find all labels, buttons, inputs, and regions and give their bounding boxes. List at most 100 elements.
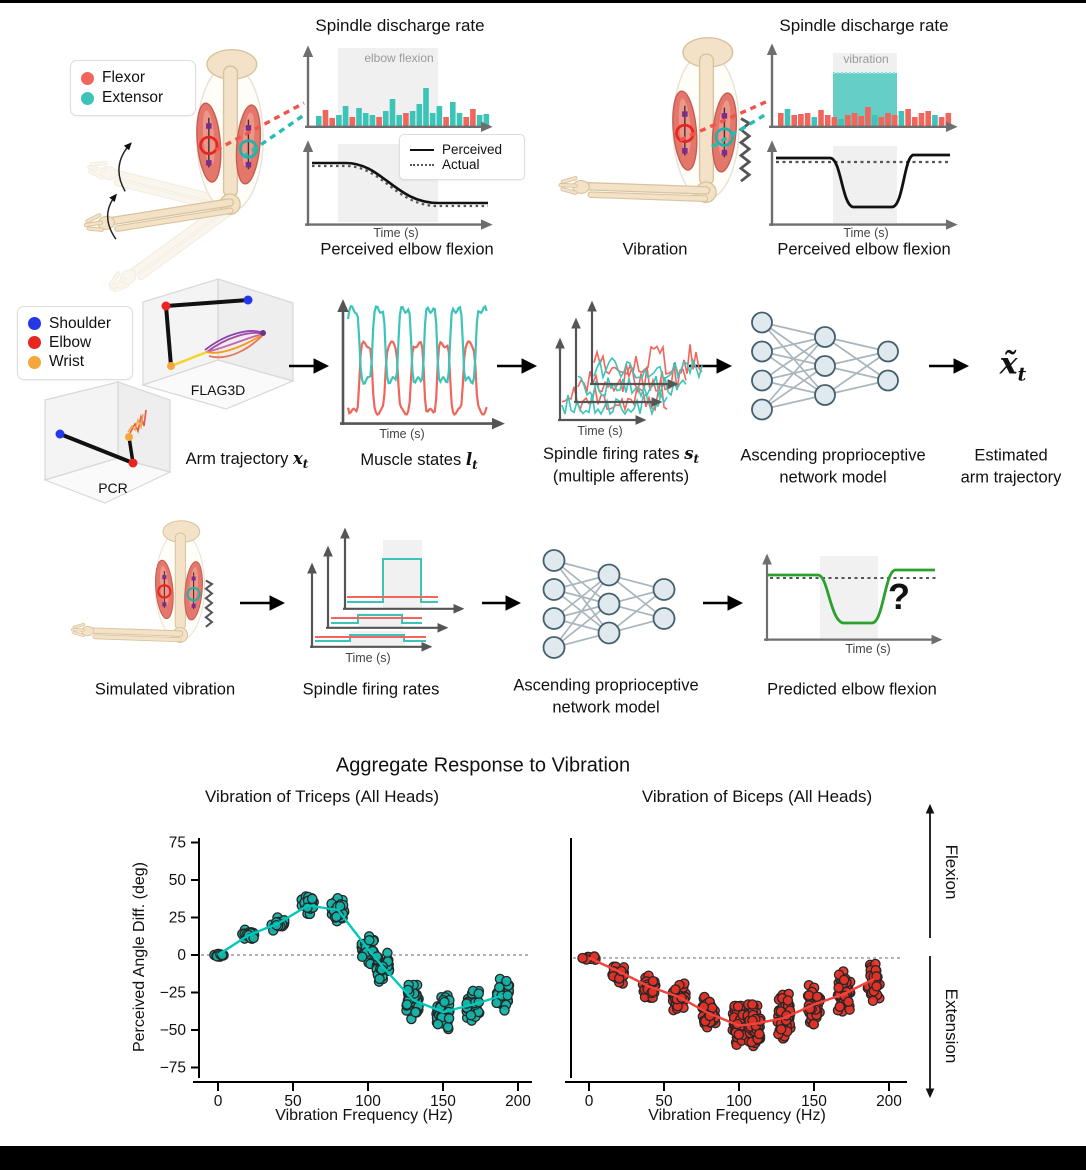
spindle-rates-caption: Spindle firing rates st bbox=[543, 444, 699, 466]
svg-text:−25: −25 bbox=[160, 985, 186, 1002]
svg-text:150: 150 bbox=[801, 1093, 827, 1110]
question-mark: ? bbox=[888, 576, 910, 617]
network-model-2 bbox=[542, 549, 676, 659]
pcr-label: PCR bbox=[98, 480, 128, 496]
predicted-flexion-plot bbox=[762, 553, 943, 645]
time-axis-label: Time (s) bbox=[577, 424, 623, 438]
legend-label: Wrist bbox=[49, 353, 85, 371]
line-legend: Perceived Actual bbox=[399, 134, 525, 180]
extensor-connector-dashed bbox=[242, 113, 305, 159]
l-symbol: lt bbox=[465, 449, 478, 473]
flexion-direction-label: Flexion bbox=[942, 844, 961, 900]
panel-b-title: Spindle discharge rate bbox=[779, 16, 949, 35]
muscle-legend: Flexor Extensor bbox=[70, 60, 196, 116]
legend-label: Elbow bbox=[49, 333, 92, 351]
solid-line-icon bbox=[410, 148, 434, 151]
shoulder-dot-icon bbox=[28, 317, 41, 331]
spindle-multi-plot bbox=[555, 300, 703, 425]
svg-text:−75: −75 bbox=[160, 1060, 186, 1077]
elbow-marker bbox=[161, 301, 171, 311]
time-axis-label: Time (s) bbox=[843, 226, 889, 240]
panel-a-art bbox=[83, 45, 493, 298]
biceps-chart-title: Vibration of Biceps (All Heads) bbox=[641, 787, 873, 806]
wrist-marker bbox=[125, 433, 133, 441]
s-symbol: st bbox=[684, 443, 700, 467]
time-axis-label: Time (s) bbox=[845, 642, 891, 656]
panel-a-caption: Perceived elbow flexion bbox=[320, 240, 494, 259]
bottom-black-bar bbox=[0, 1146, 1086, 1170]
simulated-vibration-caption: Simulated vibration bbox=[94, 680, 236, 699]
muscle-states-caption: Muscle states lt bbox=[360, 450, 477, 472]
extension-direction-label: Extension bbox=[942, 988, 961, 1064]
network2-caption-1: Ascending proprioceptive bbox=[513, 676, 699, 695]
dataset-boxes bbox=[43, 278, 295, 504]
svg-text:25: 25 bbox=[169, 910, 186, 927]
discharge-bars-b bbox=[778, 107, 952, 126]
vibration-band-label: vibration bbox=[843, 52, 889, 66]
biceps-chart: 0 50 100 150 200 bbox=[565, 838, 907, 1110]
legend-label: Extensor bbox=[102, 89, 164, 106]
legend-item-elbow: Elbow bbox=[28, 334, 122, 352]
top-black-bar bbox=[0, 0, 1086, 3]
shoulder-marker bbox=[55, 429, 65, 439]
time-axis-label: Time (s) bbox=[345, 651, 391, 665]
perceived-angle-line bbox=[776, 153, 950, 209]
legend-item-actual: Actual bbox=[410, 157, 514, 172]
elbow-flexion-band-label: elbow flexion bbox=[364, 51, 434, 65]
flag3d-label: FLAG3D bbox=[190, 382, 246, 398]
svg-text:0: 0 bbox=[585, 1093, 594, 1110]
vibration-caption: Vibration bbox=[622, 240, 688, 259]
legend-item-wrist: Wrist bbox=[28, 353, 122, 371]
network2-caption-2: network model bbox=[552, 698, 660, 717]
estimated-trajectory-symbol: x̃t bbox=[999, 346, 1027, 386]
x-symbol: xt bbox=[292, 448, 309, 472]
elbow-dot-icon bbox=[28, 336, 41, 350]
arm-vibration-illustration bbox=[559, 38, 750, 203]
panel-b-art bbox=[559, 38, 958, 230]
svg-text:50: 50 bbox=[655, 1093, 673, 1110]
x-axis-label: Vibration Frequency (Hz) bbox=[648, 1107, 826, 1124]
y-axis-label: Perceived Angle Diff. (deg) bbox=[131, 861, 148, 1053]
aggregate-title: Aggregate Response to Vibration bbox=[335, 754, 631, 777]
svg-text:0: 0 bbox=[177, 947, 186, 964]
svg-text:0: 0 bbox=[214, 1093, 223, 1110]
svg-text:100: 100 bbox=[355, 1093, 381, 1110]
sim-spindle-caption: Spindle firing rates bbox=[302, 680, 440, 699]
network-caption-2: network model bbox=[779, 468, 887, 487]
simulated-spindle-plots bbox=[307, 527, 465, 652]
svg-text:200: 200 bbox=[505, 1093, 531, 1110]
panel-a-title: Spindle discharge rate bbox=[315, 16, 485, 35]
arm-trajectory-caption: Arm trajectory xt bbox=[186, 449, 309, 471]
svg-text:200: 200 bbox=[876, 1093, 902, 1110]
time-axis-label: Time (s) bbox=[379, 427, 425, 441]
network-model-1 bbox=[751, 311, 899, 421]
legend-label: Perceived bbox=[442, 142, 503, 157]
panel-b-caption: Perceived elbow flexion bbox=[777, 240, 951, 259]
flexor-dot-icon bbox=[81, 71, 94, 85]
simulated-vibration-arm bbox=[71, 521, 212, 643]
svg-text:100: 100 bbox=[726, 1093, 752, 1110]
muscle-states-plot bbox=[337, 299, 505, 430]
legend-item-extensor: Extensor bbox=[81, 89, 185, 107]
wrist-dot-icon bbox=[28, 355, 41, 369]
caption-text: Muscle states bbox=[360, 450, 462, 469]
legend-label: Flexor bbox=[102, 69, 146, 86]
svg-text:−50: −50 bbox=[160, 1022, 187, 1039]
spindle-rates-caption-2: (multiple afferents) bbox=[552, 467, 690, 486]
estimated-caption-2: arm trajectory bbox=[960, 468, 1062, 487]
legend-item-shoulder: Shoulder bbox=[28, 315, 122, 333]
extensor-dot-icon bbox=[81, 91, 94, 105]
joint-legend: Shoulder Elbow Wrist bbox=[17, 306, 133, 380]
svg-text:50: 50 bbox=[169, 872, 187, 889]
wrist-marker bbox=[167, 362, 175, 370]
svg-text:150: 150 bbox=[430, 1093, 456, 1110]
discharge-bars-a bbox=[316, 88, 490, 126]
dashed-line-icon bbox=[410, 163, 434, 166]
triceps-chart-title: Vibration of Triceps (All Heads) bbox=[204, 787, 440, 806]
flexor-connector-dashed bbox=[215, 101, 305, 152]
legend-item-perceived: Perceived bbox=[410, 142, 514, 157]
flexor-connector-dashed bbox=[679, 99, 769, 142]
